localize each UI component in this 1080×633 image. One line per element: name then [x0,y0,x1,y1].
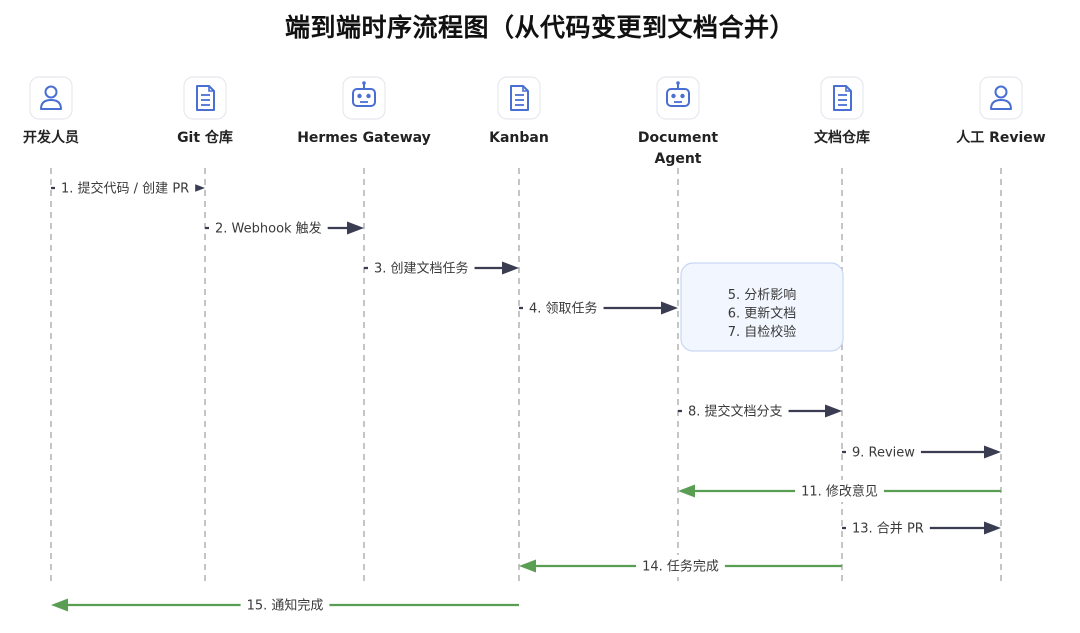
message-label: 14. 任务完成 [636,555,725,577]
note-line: 6. 更新文档 [728,306,797,322]
participant-label: Git 仓库 [177,129,233,146]
participant-label: Agent [654,151,701,167]
participant-label: Kanban [489,130,549,146]
participant-label: Document [638,130,719,146]
participant-kanban: Kanban [489,76,549,583]
svg-text:4. 领取任务: 4. 领取任务 [529,301,598,317]
participant-git: Git 仓库 [177,76,233,583]
messages-layer: 1. 提交代码 / 创建 PR 2. Webhook 触发 3. 创建文档任务 4. … [51,177,1001,616]
message-arrow: 11. 修改意见 [678,480,1001,502]
svg-text:1. 提交代码 / 创建 PR: 1. 提交代码 / 创建 PR [61,181,189,197]
note-layer: 5. 分析影响 6. 更新文档 7. 自检校验 [680,262,844,352]
message-label: 13. 合并 PR [846,517,930,539]
svg-text:2. Webhook 触发: 2. Webhook 触发 [215,221,322,237]
participant-label: Hermes Gateway [297,130,431,146]
svg-text:8. 提交文档分支: 8. 提交文档分支 [688,404,783,420]
participant-dev: 开发人员 [23,76,79,583]
participant-docs: 文档仓库 [814,76,870,583]
message-arrow: 8. 提交文档分支 [678,400,842,422]
message-arrow: 14. 任务完成 [519,555,842,577]
message-label: 4. 领取任务 [523,297,604,319]
person-icon [979,76,1023,120]
document-icon [820,76,864,120]
participant-label: 文档仓库 [814,129,870,146]
person-icon [29,76,73,120]
svg-text:15. 通知完成: 15. 通知完成 [247,598,324,614]
note-line: 5. 分析影响 [728,287,797,303]
diagram-title: 端到端时序流程图（从代码变更到文档合并） [284,13,795,42]
message-label: 2. Webhook 触发 [209,217,328,239]
document-icon [497,76,541,120]
svg-text:14. 任务完成: 14. 任务完成 [642,559,719,575]
message-arrow: 13. 合并 PR [842,517,1001,539]
message-arrow: 4. 领取任务 [519,297,678,319]
message-arrow: 15. 通知完成 [51,594,519,616]
message-arrow: 1. 提交代码 / 创建 PR [51,177,205,199]
note-line: 7. 自检校验 [728,324,797,340]
svg-text:11. 修改意见: 11. 修改意见 [801,484,878,500]
message-label: 1. 提交代码 / 创建 PR [55,177,196,199]
participants-layer: 开发人员 Git 仓库 Hermes Gateway Kanban DocumentAg… [23,76,1046,583]
message-label: 3. 创建文档任务 [368,257,475,279]
message-label: 15. 通知完成 [240,594,330,616]
document-icon [183,76,227,120]
message-arrow: 9. Review [842,441,1001,463]
note-box: 5. 分析影响 6. 更新文档 7. 自检校验 [680,262,844,352]
participant-review: 人工 Review [956,76,1046,583]
message-label: 8. 提交文档分支 [682,400,789,422]
robot-icon [342,76,386,120]
svg-text:13. 合并 PR: 13. 合并 PR [852,522,924,537]
participant-label: 人工 Review [956,129,1046,146]
message-arrow: 3. 创建文档任务 [364,257,519,279]
svg-text:3. 创建文档任务: 3. 创建文档任务 [374,261,469,277]
robot-icon [656,76,700,120]
participant-label: 开发人员 [23,129,79,146]
svg-text:9. Review: 9. Review [852,446,915,461]
message-label: 9. Review [846,441,921,463]
participant-hermes: Hermes Gateway [297,76,431,583]
message-label: 11. 修改意见 [795,480,884,502]
message-arrow: 2. Webhook 触发 [205,217,364,239]
